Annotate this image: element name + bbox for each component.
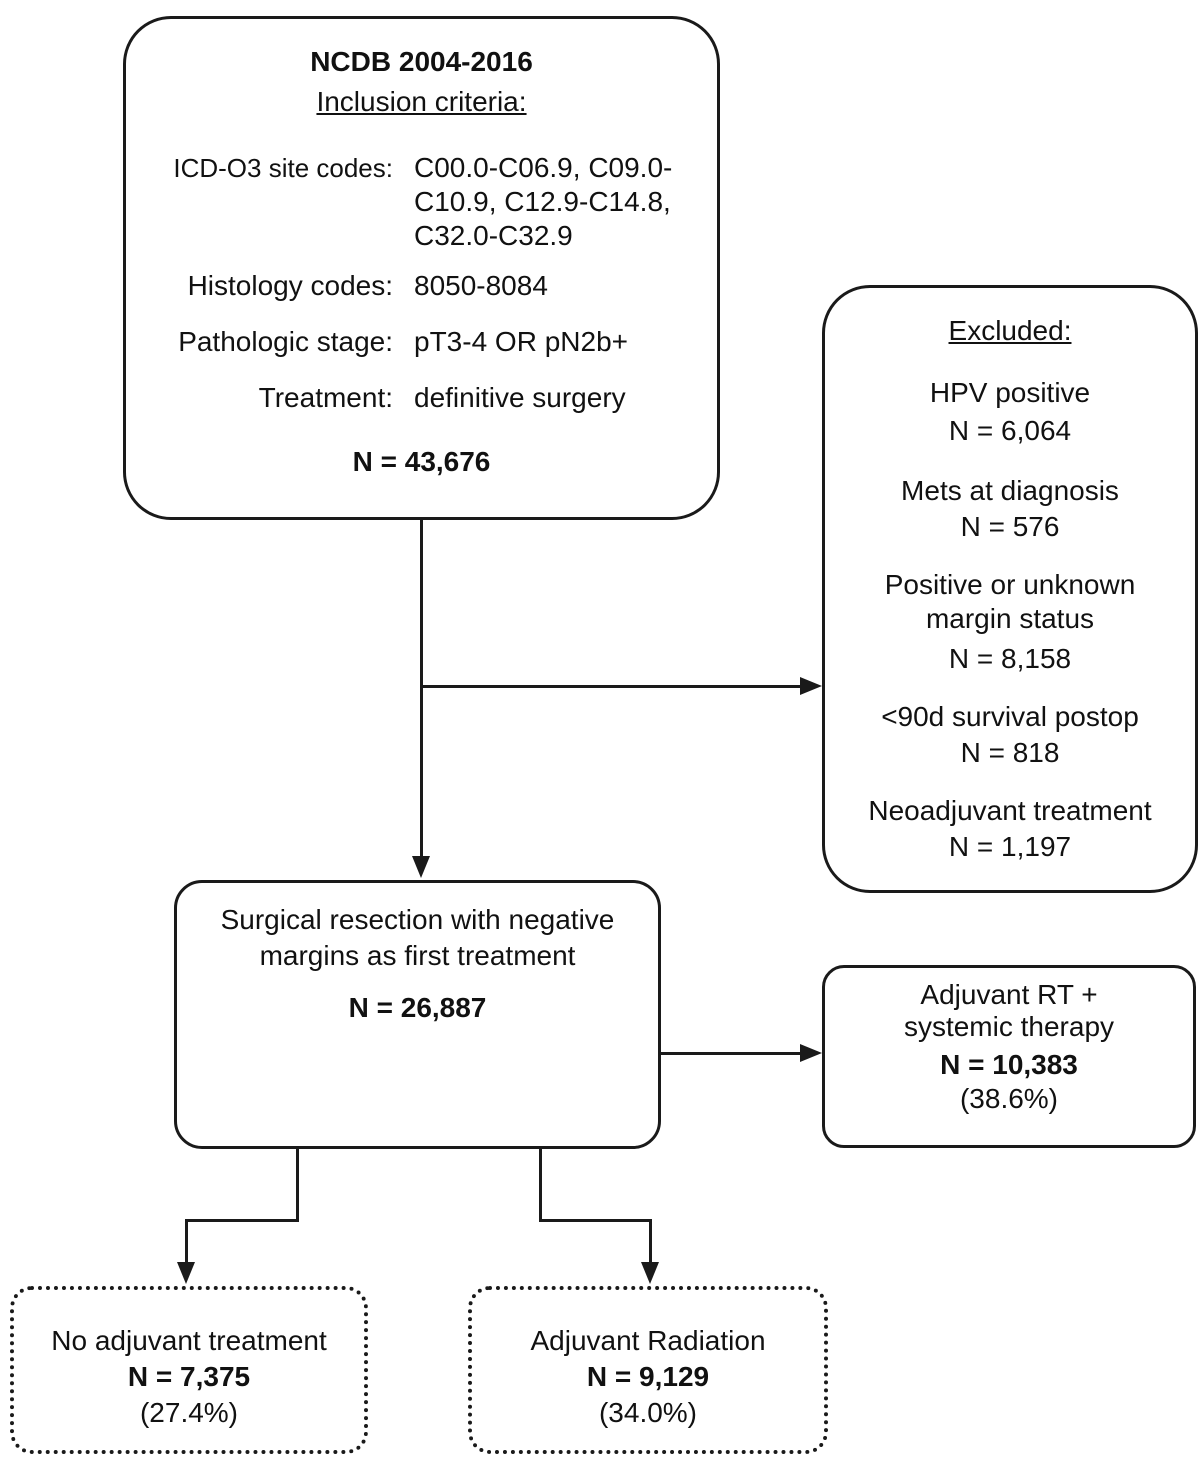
surgical-label-line1: Surgical resection with negative [220,904,615,935]
surgical-label-line2: margins as first treatment [259,940,576,971]
arrow-to-adjuvant-rad [641,1262,659,1284]
adjuvant-radiation-pct: (34.0%) [598,1397,698,1428]
excluded-margin-n: N = 8,158 [948,643,1072,674]
excluded-neoadjuvant-n: N = 1,197 [948,831,1072,862]
excluded-survival-n: N = 818 [960,737,1060,768]
adjuvant-radiation-label: Adjuvant Radiation [530,1325,766,1356]
arrow-to-no-adjuvant [177,1262,195,1284]
adjuvant-rt-systemic-n: N = 10,383 [940,1049,1078,1080]
criterion-label: Pathologic stage: [178,326,393,357]
no-adjuvant-box: No adjuvant treatment N = 7,375 (27.4%) [10,1286,368,1454]
adjuvant-rt-systemic-pct: (38.6%) [959,1083,1059,1114]
criterion-label: Histology codes: [187,270,393,301]
adjuvant-rt-systemic-line2: systemic therapy [903,1011,1115,1042]
connector-to-no-adjuvant-vertical2 [185,1219,188,1263]
connector-to-no-adjuvant-horizontal [185,1219,299,1222]
connector-to-adjuvant-rad-horizontal [539,1219,652,1222]
excluded-hpv-n: N = 6,064 [948,415,1072,446]
connector-to-no-adjuvant-vertical1 [296,1149,299,1221]
excluded-mets-n: N = 576 [960,511,1060,542]
excluded-box: Excluded: HPV positive N = 6,064 Mets at… [822,285,1198,893]
excluded-hpv-label: HPV positive [929,377,1091,408]
arrow-to-adjuvant-rt-systemic [800,1044,822,1062]
criterion-value: pT3-4 OR pN2b+ [414,326,628,357]
arrow-to-surgical [412,856,430,878]
surgical-n: N = 26,887 [348,992,487,1023]
criterion-value: definitive surgery [414,382,626,413]
no-adjuvant-label: No adjuvant treatment [51,1325,327,1356]
adjuvant-radiation-n: N = 9,129 [586,1361,710,1392]
inclusion-title: NCDB 2004-2016 [310,46,533,77]
criterion-value: C00.0-C06.9, C09.0- C10.9, C12.9-C14.8, … [414,152,673,251]
criterion-label: ICD-O3 site codes: [173,153,393,183]
excluded-title: Excluded: [948,315,1072,346]
excluded-survival-label: <90d survival postop [881,701,1139,732]
adjuvant-rt-systemic-box: Adjuvant RT + systemic therapy N = 10,38… [822,965,1196,1148]
connector-to-adjuvant-rad-vertical2 [649,1219,652,1263]
no-adjuvant-n: N = 7,375 [127,1361,251,1392]
excluded-neoadjuvant-label: Neoadjuvant treatment [868,795,1152,826]
excluded-margin-label: Positive or unknown margin status [884,569,1136,634]
criterion-label: Treatment: [258,382,393,413]
adjuvant-radiation-box: Adjuvant Radiation N = 9,129 (34.0%) [468,1286,828,1454]
excluded-mets-label: Mets at diagnosis [901,475,1119,506]
connector-inclusion-to-surgical [420,520,423,858]
adjuvant-rt-systemic-line1: Adjuvant RT + [920,979,1098,1010]
inclusion-criteria-box: NCDB 2004-2016 Inclusion criteria: ICD-O… [123,16,720,520]
connector-to-adjuvant-rt-systemic [661,1052,802,1055]
inclusion-n: N = 43,676 [352,446,491,477]
connector-to-adjuvant-rad-vertical1 [539,1149,542,1221]
criterion-value: 8050-8084 [414,270,548,301]
surgical-resection-box: Surgical resection with negative margins… [174,880,661,1149]
connector-to-excluded [420,685,802,688]
arrow-to-excluded [800,677,822,695]
no-adjuvant-pct: (27.4%) [139,1397,239,1428]
inclusion-subtitle: Inclusion criteria: [316,86,527,117]
